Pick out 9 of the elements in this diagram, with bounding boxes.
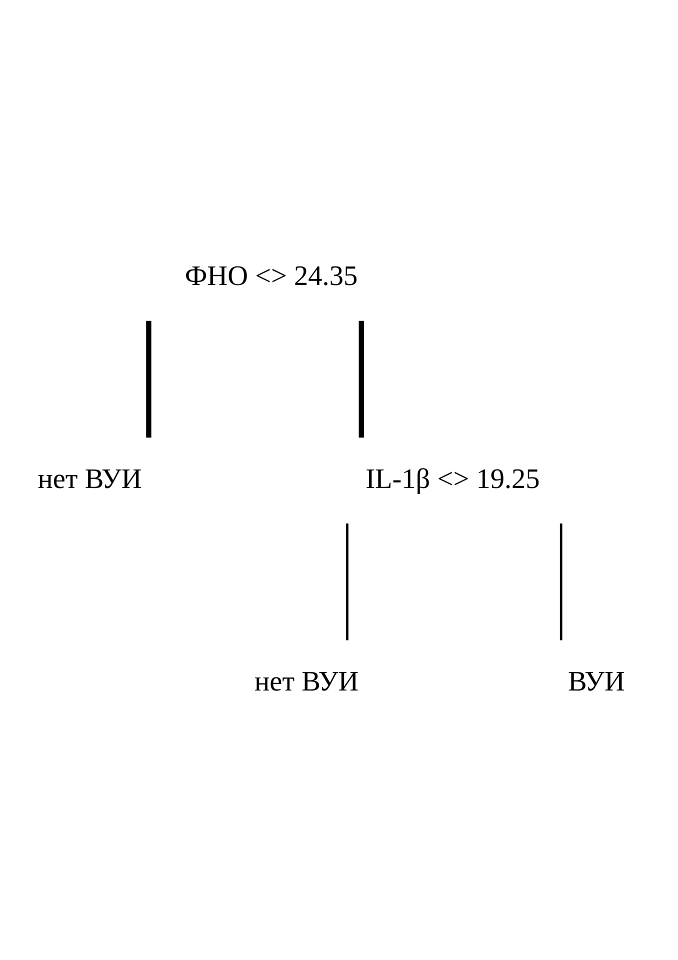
connector [346, 522, 348, 640]
connector [560, 522, 562, 640]
node-text: ФНО <> 24.35 [184, 260, 358, 292]
node-text: IL-1β <> 19.25 [366, 463, 540, 494]
node-text: нет ВУИ [38, 463, 142, 494]
node-text: нет ВУИ [254, 666, 359, 697]
connector [146, 320, 152, 438]
node-text: ВУИ [568, 666, 625, 697]
connector [358, 320, 364, 438]
